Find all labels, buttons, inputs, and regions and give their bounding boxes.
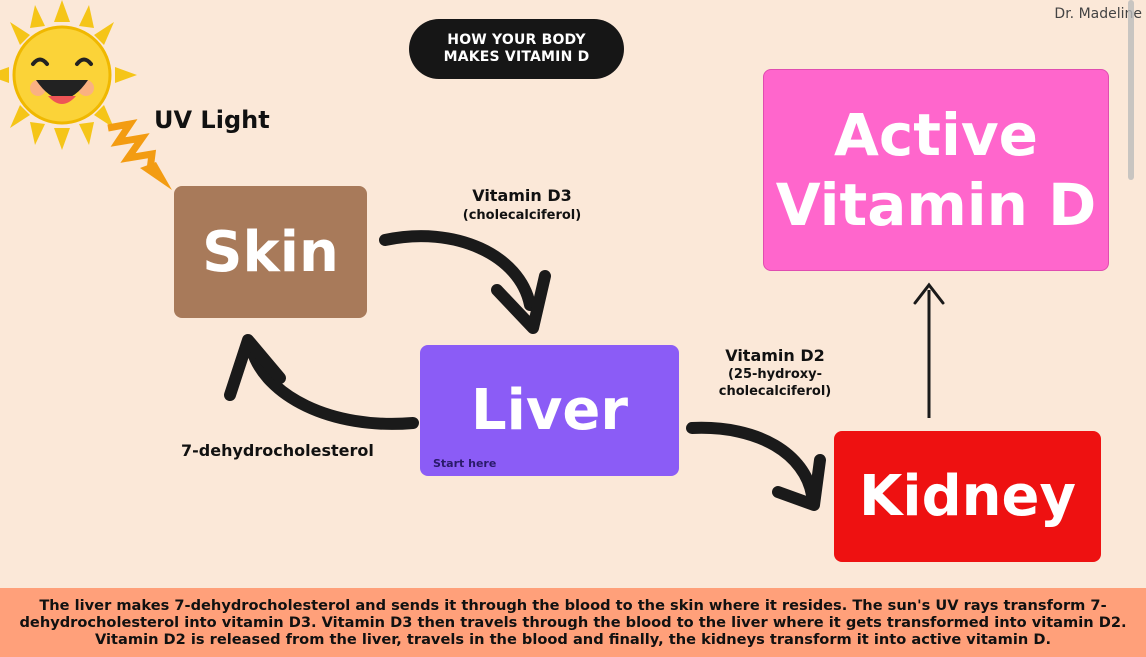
uv-light-label: UV Light — [154, 106, 270, 134]
liver-node-label: Liver — [471, 378, 628, 443]
vitamin-d3-label: Vitamin D3 (cholecalciferol) — [456, 186, 588, 226]
skin-node: Skin — [174, 186, 367, 318]
vitamin-d2-label: Vitamin D2 (25-hydroxy- cholecalciferol) — [708, 346, 842, 400]
vitamin-d2-subtitle: (25-hydroxy- cholecalciferol) — [718, 367, 832, 399]
liver-node: Liver — [420, 345, 679, 476]
explanation-footer: The liver makes 7-dehydrocholesterol and… — [0, 588, 1146, 657]
page-title: HOW YOUR BODY MAKES VITAMIN D — [409, 19, 624, 79]
arrow-liver-to-kidney — [686, 421, 826, 511]
sun-icon — [0, 0, 137, 150]
uv-zigzag-icon — [107, 119, 172, 190]
arrow-liver-to-skin — [224, 334, 419, 430]
page-title-text: HOW YOUR BODY MAKES VITAMIN D — [443, 32, 590, 65]
kidney-node-label: Kidney — [858, 464, 1077, 529]
vitamin-d3-title: Vitamin D3 — [472, 186, 572, 205]
active-vitamin-d-label: Active Vitamin D — [775, 101, 1097, 239]
vitamin-d3-subtitle: (cholecalciferol) — [462, 208, 582, 223]
active-vitamin-d-node: Active Vitamin D — [763, 69, 1109, 271]
arrow-skin-to-liver — [379, 230, 551, 334]
scrollbar[interactable] — [1128, 0, 1134, 180]
vitamin-d2-title: Vitamin D2 — [725, 346, 825, 365]
kidney-node: Kidney — [834, 431, 1101, 562]
explanation-text: The liver makes 7-dehydrocholesterol and… — [19, 597, 1127, 648]
arrow-kidney-to-active — [913, 282, 945, 418]
author-credit: Dr. Madeline — [1054, 6, 1142, 22]
start-here-note: Start here — [433, 457, 497, 470]
dehydrocholesterol-label: 7-dehydrocholesterol — [181, 441, 374, 460]
skin-node-label: Skin — [202, 219, 339, 285]
